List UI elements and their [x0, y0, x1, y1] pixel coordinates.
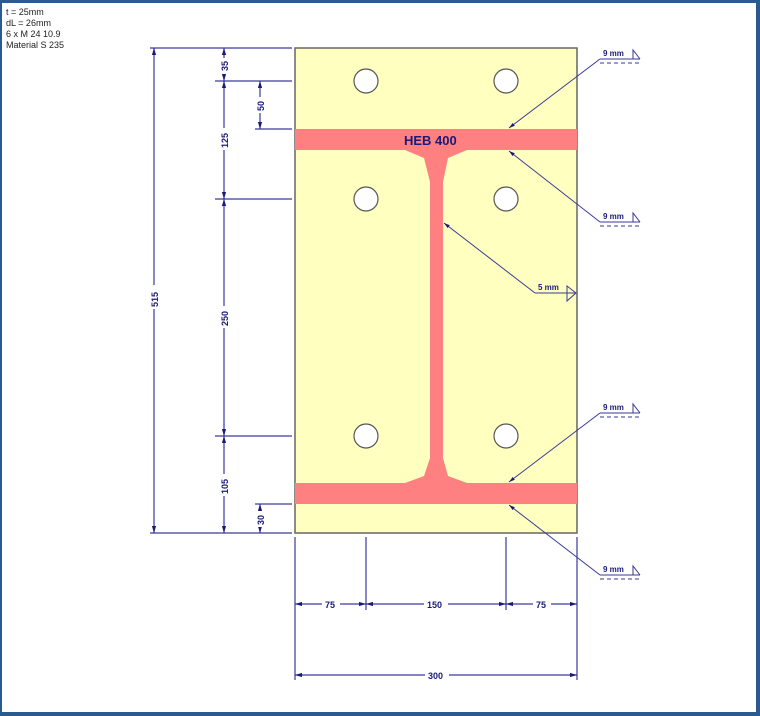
dim-105: 105: [220, 479, 230, 494]
dim-75-right: 75: [536, 600, 546, 610]
bolt-hole: [493, 68, 519, 94]
weld-bottom-flange-top: 9 mm: [603, 403, 624, 412]
info-bolts: 6 x M 24 10.9: [6, 29, 61, 39]
section-label: HEB 400: [404, 133, 457, 148]
dim-30: 30: [256, 515, 266, 525]
bolt-hole: [493, 186, 519, 212]
heb-profile: [295, 129, 577, 504]
info-thickness: t = 25mm: [6, 7, 44, 17]
bolt-hole: [353, 68, 379, 94]
bolt-hole: [353, 186, 379, 212]
vertical-dimension-labels: 515 35 125 250 105 50 30: [148, 58, 266, 527]
info-panel: t = 25mm dL = 26mm 6 x M 24 10.9 Materia…: [6, 7, 64, 51]
weld-web: 5 mm: [538, 283, 559, 292]
bolt-hole: [493, 423, 519, 449]
dim-75-left: 75: [325, 600, 335, 610]
dim-35: 35: [220, 61, 230, 71]
horizontal-dimension-labels: 75 150 75 300: [322, 598, 551, 681]
info-material: Material S 235: [6, 40, 65, 50]
weld-top-flange-top: 9 mm: [603, 49, 624, 58]
dim-total-height: 515: [150, 292, 160, 307]
dim-50: 50: [256, 101, 266, 111]
dim-125: 125: [220, 133, 230, 148]
bolt-hole: [353, 423, 379, 449]
info-hole-diameter: dL = 26mm: [6, 18, 51, 28]
weld-top-flange-bottom: 9 mm: [603, 212, 624, 221]
weld-leaders: [443, 48, 641, 580]
vertical-dimensions: [150, 47, 292, 534]
weld-bottom-flange-bottom: 9 mm: [603, 565, 624, 574]
dim-total-width: 300: [428, 671, 443, 681]
dim-250: 250: [220, 311, 230, 326]
bolt-holes: [353, 68, 519, 449]
dim-150: 150: [427, 600, 442, 610]
